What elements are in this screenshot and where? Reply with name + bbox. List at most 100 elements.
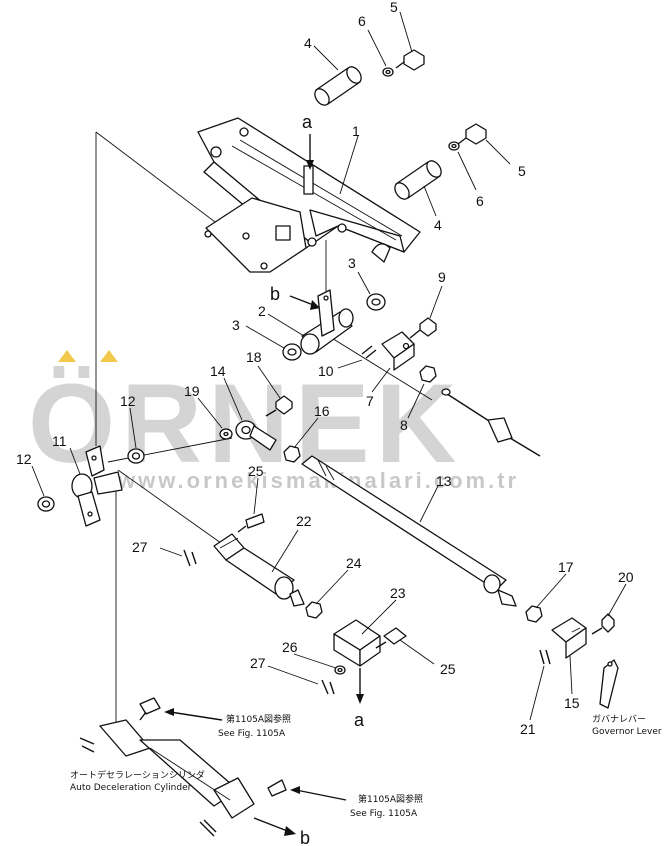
- arrow-see-fig-2: [295, 789, 347, 801]
- callout-11: 11: [52, 433, 67, 449]
- bolt-25-left: [237, 513, 265, 533]
- nut-16: [283, 445, 301, 463]
- callout-13: 13: [436, 473, 452, 489]
- main-frame-bracket: [197, 117, 421, 273]
- callout-14: 14: [210, 363, 226, 379]
- frame-edge-line: [239, 139, 403, 237]
- rod-end-14: [235, 420, 277, 451]
- bolt-9: [409, 317, 437, 339]
- leader-lever-to-22: [117, 469, 229, 549]
- callout-12-right: 12: [120, 393, 136, 409]
- letter-b-top: b: [270, 284, 280, 304]
- captions: 第1105A図参照 See Fig. 1105A 第1105A図参照 See F…: [70, 713, 662, 819]
- callout-1: 1: [352, 123, 360, 139]
- cotter-pin-27-top: [183, 549, 197, 567]
- washer-19: [219, 428, 233, 440]
- cotter-pin-10: [361, 345, 377, 359]
- bell-crank-lever-11: [71, 445, 123, 527]
- washer-26: [334, 665, 346, 675]
- cotter-pin-27-bottom: [321, 679, 335, 695]
- leader-2-to-7: [321, 331, 433, 401]
- bushing-3-right: [366, 293, 386, 311]
- callout-6-right: 6: [476, 193, 484, 209]
- caption-see-fig-1-en: See Fig. 1105A: [218, 729, 286, 739]
- callout-27-top: 27: [132, 539, 148, 555]
- callout-18: 18: [246, 349, 262, 365]
- letter-b-bottom: b: [300, 828, 310, 846]
- callout-25-right: 25: [440, 661, 456, 677]
- nut-17: [525, 605, 543, 623]
- clevis-23: [333, 619, 381, 667]
- caption-see-fig-2-jp: 第1105A図参照: [358, 793, 423, 805]
- callout-26: 26: [282, 639, 298, 655]
- arrows: [164, 134, 364, 836]
- pin-reference-1: [139, 697, 161, 721]
- clevis-15: [551, 617, 587, 659]
- bolt-5-top: [395, 49, 425, 71]
- frame-channel: [309, 209, 405, 253]
- callout-2: 2: [258, 303, 266, 319]
- callout-21: 21: [520, 721, 536, 737]
- caption-cylinder-jp: オートデセラレーションシリンダ: [70, 769, 205, 781]
- callout-3-right: 3: [348, 255, 356, 271]
- frame-hole: [307, 237, 317, 247]
- cotter-pin-21: [539, 649, 551, 665]
- watermark-accent-right: [100, 350, 118, 362]
- frame-tab-a: [303, 165, 314, 195]
- letter-a-bottom: a: [354, 710, 365, 730]
- rod-13: [301, 455, 517, 607]
- callout-4-top: 4: [304, 35, 312, 51]
- callout-19: 19: [184, 383, 200, 399]
- frame-hole: [204, 230, 212, 238]
- callout-6-top: 6: [358, 13, 366, 29]
- callout-7: 7: [366, 393, 374, 409]
- nut-8: [419, 365, 437, 383]
- letter-a-top: a: [302, 112, 313, 132]
- callout-8: 8: [400, 417, 408, 433]
- callout-15: 15: [564, 695, 580, 711]
- callout-12-left: 12: [16, 451, 32, 467]
- bolt-18: [265, 395, 293, 417]
- pin-reference-2: [267, 779, 287, 797]
- bushing-3-left: [282, 343, 302, 361]
- callout-5-top: 5: [390, 0, 398, 15]
- bolt-25-right: [375, 627, 407, 649]
- frame-slot: [275, 225, 291, 241]
- frame-hook: [371, 243, 391, 263]
- control-cable-end: [441, 388, 541, 457]
- callout-25-left: 25: [248, 463, 264, 479]
- auto-deceleration-cylinder: [79, 719, 255, 837]
- frame-lower-plate: [205, 197, 307, 273]
- callout-20: 20: [618, 569, 634, 585]
- lever-2: [300, 289, 354, 355]
- caption-see-fig-1-jp: 第1105A図参照: [226, 713, 291, 725]
- callout-numbers: 1 2 3 3 4 4 5 5 6 6 7 8 9 10 11 12 12 13…: [16, 0, 634, 846]
- cylinder-22: [213, 533, 305, 607]
- callout-27-bottom: 27: [250, 655, 266, 671]
- callout-16: 16: [314, 403, 330, 419]
- pin-4-right: [394, 160, 442, 200]
- callout-5-right: 5: [518, 163, 526, 179]
- caption-governor-en: Governor Lever: [592, 727, 662, 737]
- nut-24: [305, 601, 323, 619]
- pin-4-top: [314, 66, 362, 106]
- caption-cylinder-en: Auto Deceleration Cylinder: [70, 783, 192, 793]
- frame-hole: [210, 146, 222, 158]
- callout-22: 22: [296, 513, 312, 529]
- frame-hole: [242, 232, 250, 240]
- callout-3-left: 3: [232, 317, 240, 333]
- callout-24: 24: [346, 555, 362, 571]
- callout-4-right: 4: [434, 217, 442, 233]
- governor-lever: [599, 659, 619, 709]
- clevis-7: [381, 331, 415, 371]
- caption-see-fig-2-en: See Fig. 1105A: [350, 809, 418, 819]
- callout-17: 17: [558, 559, 574, 575]
- frame-hole: [337, 223, 347, 233]
- callout-9: 9: [438, 269, 446, 285]
- frame-hole: [260, 262, 268, 270]
- callout-23: 23: [390, 585, 406, 601]
- frame-edge-line-2: [231, 145, 397, 241]
- bolt-20: [591, 613, 615, 635]
